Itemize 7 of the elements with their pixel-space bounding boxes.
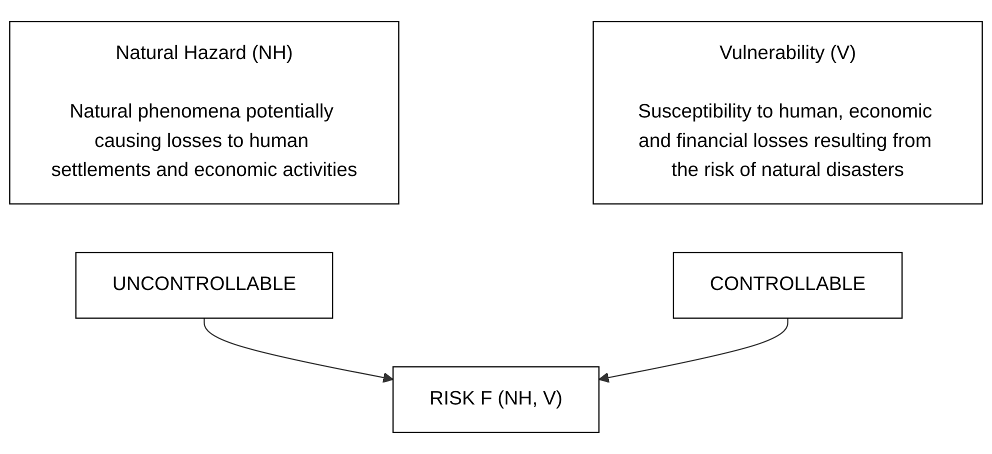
node-box: Vulnerability (V) Susceptibility to human, economic and financial losses resulting from the risk of natural disasters xyxy=(592,20,983,204)
node-box: CONTROLLABLE xyxy=(672,252,903,319)
arrow xyxy=(598,318,788,383)
node-box: RISK F (NH, V) xyxy=(392,366,600,434)
arrow xyxy=(204,318,394,383)
node-box: Natural Hazard (NH) Natural phenomena potentially causing losses to human settlements and economic activities xyxy=(9,20,400,204)
node-box: UNCONTROLLABLE xyxy=(75,252,334,319)
